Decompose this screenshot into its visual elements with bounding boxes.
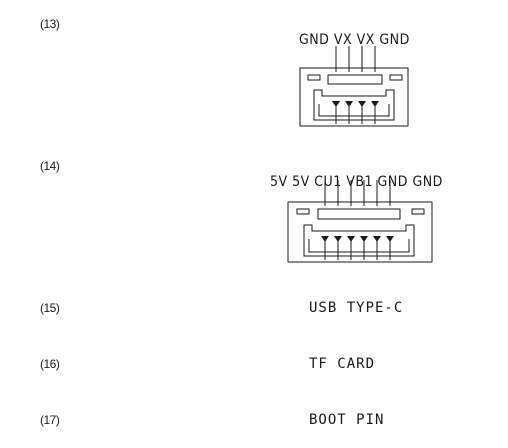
pin-label: GND xyxy=(412,174,443,190)
connector-14-pin-labels: 5V 5V CU1 VB1 GND GND xyxy=(261,158,443,190)
pin-label: 5V xyxy=(270,174,288,190)
item-15-number: (15) xyxy=(40,301,60,315)
connector-14-diagram xyxy=(288,180,434,264)
pin-label: CU1 xyxy=(314,174,342,190)
item-16-number: (16) xyxy=(40,357,60,371)
item-13-number: (13) xyxy=(40,17,60,31)
pin-label: GND xyxy=(299,32,330,48)
pin-label: GND xyxy=(377,174,408,190)
connector-13-diagram xyxy=(300,46,410,130)
item-14-number: (14) xyxy=(40,159,60,173)
pin-label: GND xyxy=(379,32,410,48)
tf-card-label: TF CARD xyxy=(309,356,376,372)
pin-label: VB1 xyxy=(346,174,374,190)
pin-label: VX xyxy=(333,32,353,48)
item-17-number: (17) xyxy=(40,413,60,427)
pin-label: VX xyxy=(356,32,375,48)
pin-label: 5V xyxy=(292,174,310,190)
connector-13-pin-labels: GND VX VX GND xyxy=(290,16,410,48)
boot-pin-label: BOOT PIN xyxy=(309,412,385,428)
usb-type-c-label: USB TYPE-C xyxy=(309,300,404,316)
